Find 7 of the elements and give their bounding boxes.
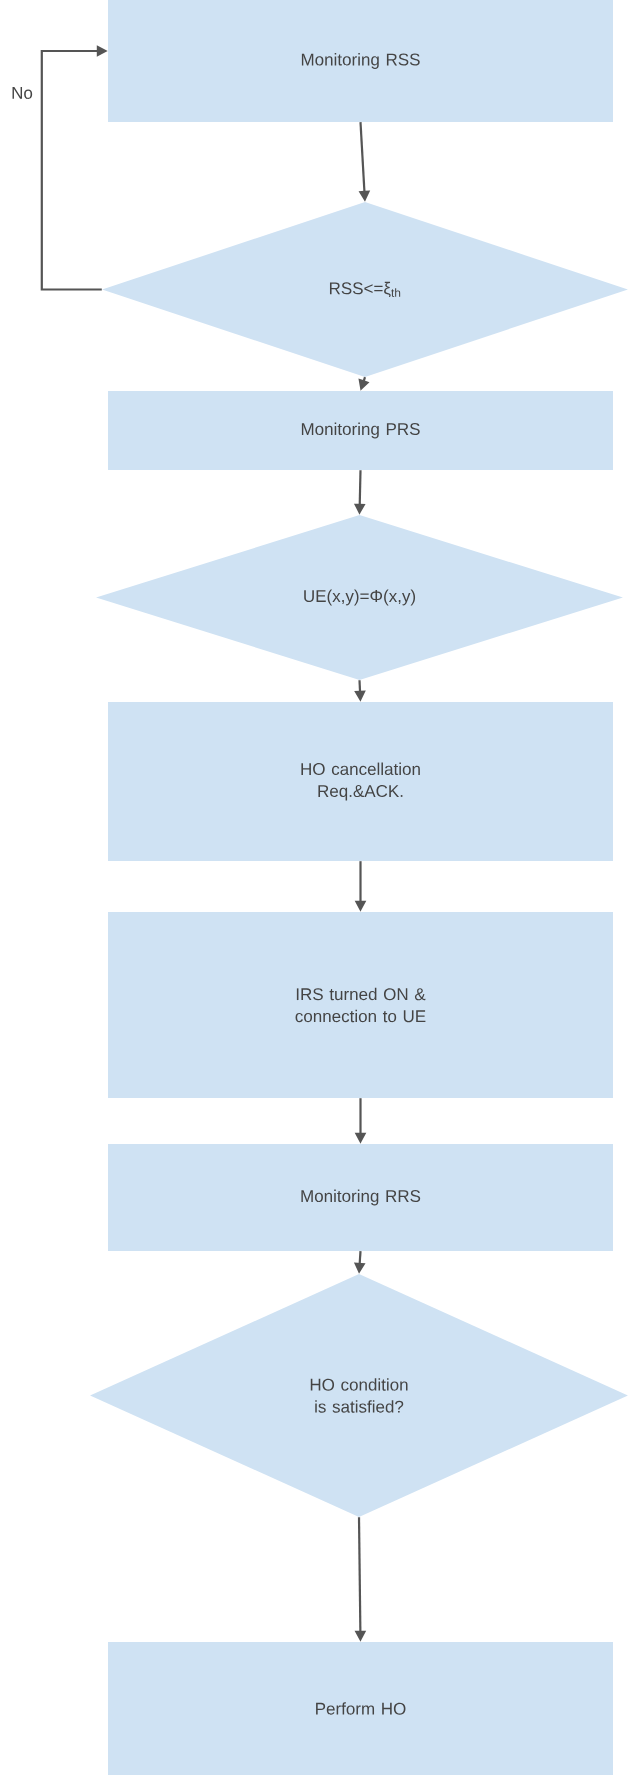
process-box: HO cancellation Req.&ACK. (108, 702, 613, 861)
process-box: Monitoring RSS (108, 0, 613, 122)
process-box: IRS turned ON & connection to UE (108, 912, 613, 1098)
edge-label: No (10, 86, 34, 100)
process-box: Perform HO (108, 1642, 613, 1775)
process-box: Monitoring PRS (108, 391, 613, 470)
process-box: Monitoring RRS (108, 1144, 613, 1251)
